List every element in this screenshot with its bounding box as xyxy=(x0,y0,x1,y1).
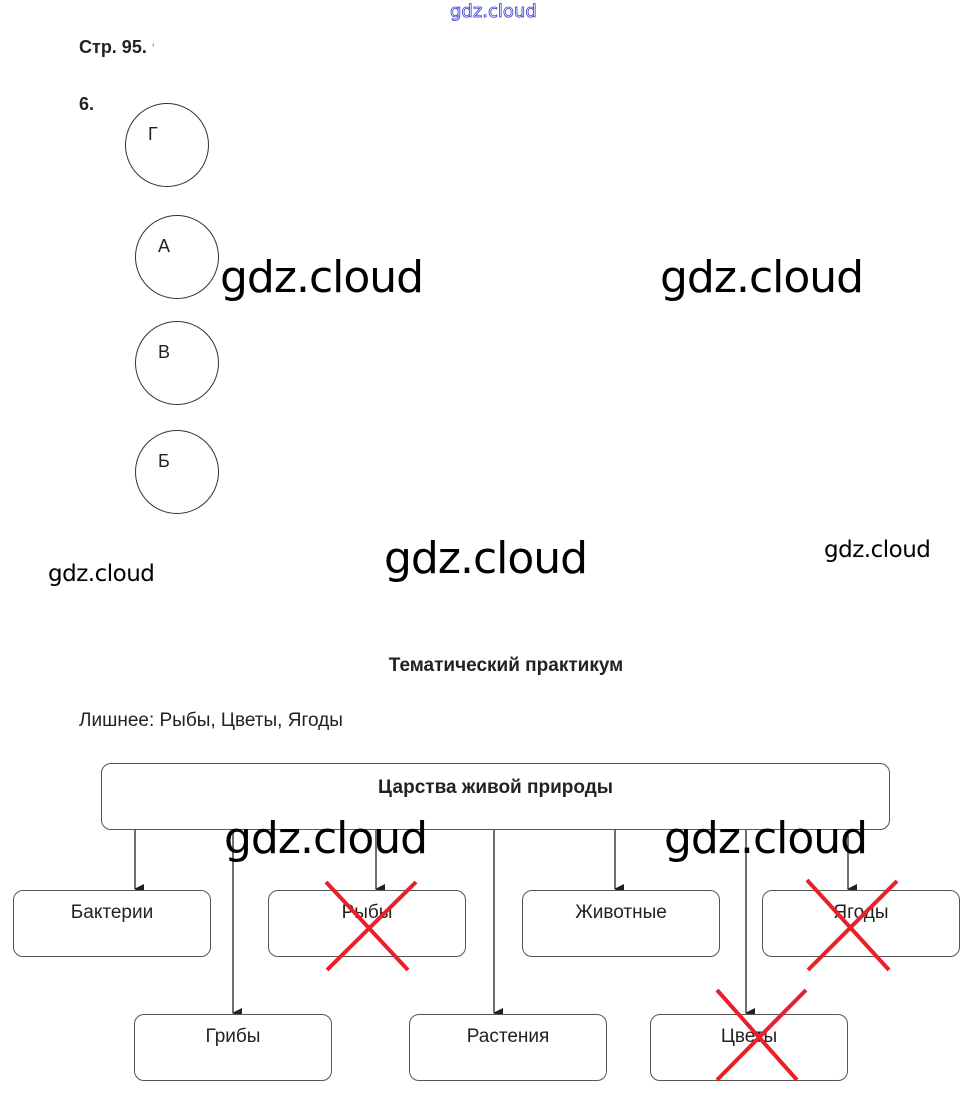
page-reference-mark: ' xyxy=(151,40,155,56)
watermark-top: gdz.cloud xyxy=(450,1,538,23)
watermark: gdz.cloud xyxy=(824,537,931,563)
watermark: gdz.cloud xyxy=(224,813,428,864)
circle-letter: Г xyxy=(148,124,158,144)
task-number: 6. xyxy=(79,94,95,114)
page-reference: Стр. 95. ' xyxy=(79,37,155,58)
watermark: gdz.cloud xyxy=(660,252,864,303)
watermark: gdz.cloud xyxy=(384,533,588,584)
circle-letter: В xyxy=(158,342,171,362)
watermark: gdz.cloud xyxy=(220,252,424,303)
cross-flowers xyxy=(715,988,808,1082)
node-plants: Растения xyxy=(409,1014,607,1081)
node-berries: Ягоды xyxy=(762,890,960,957)
extra-items-line: Лишнее: Рыбы, Цветы, Ягоды xyxy=(79,710,343,731)
page-reference-text: Стр. 95. xyxy=(79,37,147,57)
circle-letter: А xyxy=(158,236,171,256)
section-title: Тематический практикум xyxy=(388,655,624,676)
node-fungi: Грибы xyxy=(134,1014,332,1081)
watermark: gdz.cloud xyxy=(48,561,155,587)
diagram-root: Царства живой природы xyxy=(101,763,890,830)
answer-circle-3: В xyxy=(135,321,219,405)
answer-circle-2: А xyxy=(135,215,219,299)
watermark: gdz.cloud xyxy=(664,813,868,864)
circle-letter: Б xyxy=(158,451,170,471)
cross-berries xyxy=(805,878,899,972)
node-bacteria: Бактерии xyxy=(13,890,211,957)
cross-fish xyxy=(324,880,418,972)
answer-circle-4: Б xyxy=(135,430,219,514)
answer-circle-1: Г xyxy=(125,103,209,187)
node-animals: Животные xyxy=(522,890,720,957)
